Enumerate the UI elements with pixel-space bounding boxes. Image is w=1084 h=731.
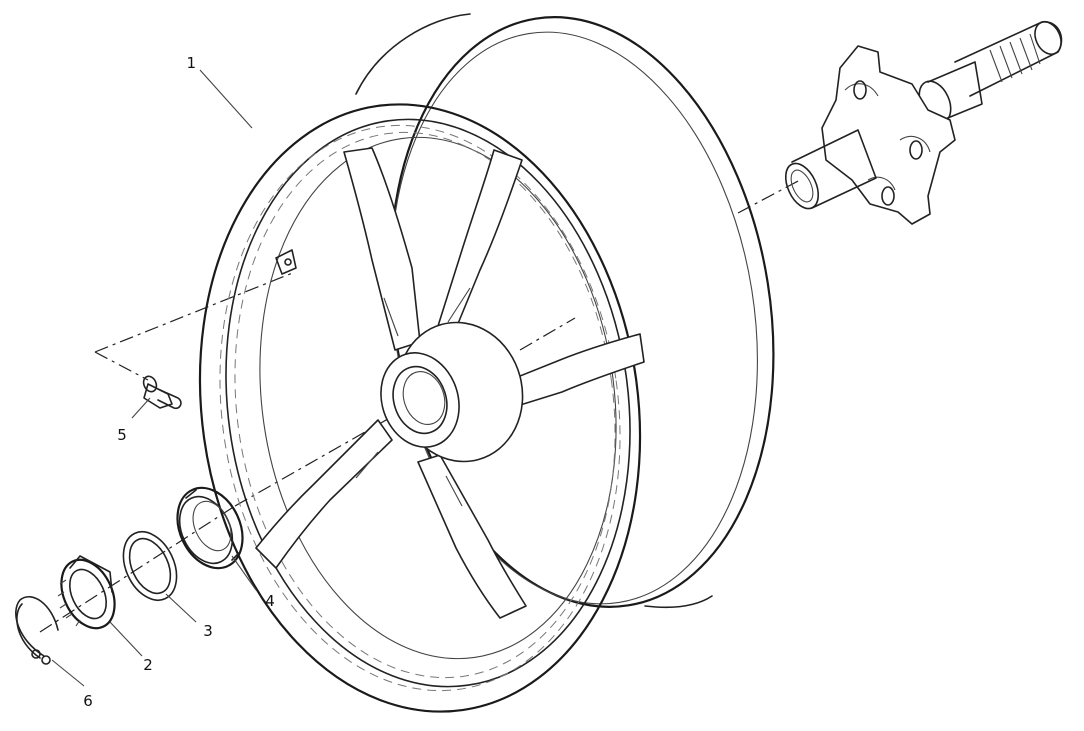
seal-ring bbox=[176, 486, 244, 570]
callout-3: 3 bbox=[203, 622, 213, 640]
valve bbox=[142, 375, 182, 410]
leader-lines bbox=[51, 69, 257, 687]
hub-shaft bbox=[784, 20, 1063, 225]
ring-nut bbox=[57, 555, 116, 630]
washer bbox=[122, 531, 178, 601]
callout-2: 2 bbox=[143, 656, 153, 674]
wheel-rim bbox=[198, 13, 775, 713]
circlip bbox=[15, 595, 59, 665]
callout-6: 6 bbox=[83, 692, 93, 710]
callouts: 1 2 3 4 5 6 bbox=[83, 54, 275, 710]
callout-4: 4 bbox=[265, 592, 275, 610]
callout-5: 5 bbox=[117, 426, 127, 444]
callout-1: 1 bbox=[186, 54, 196, 72]
